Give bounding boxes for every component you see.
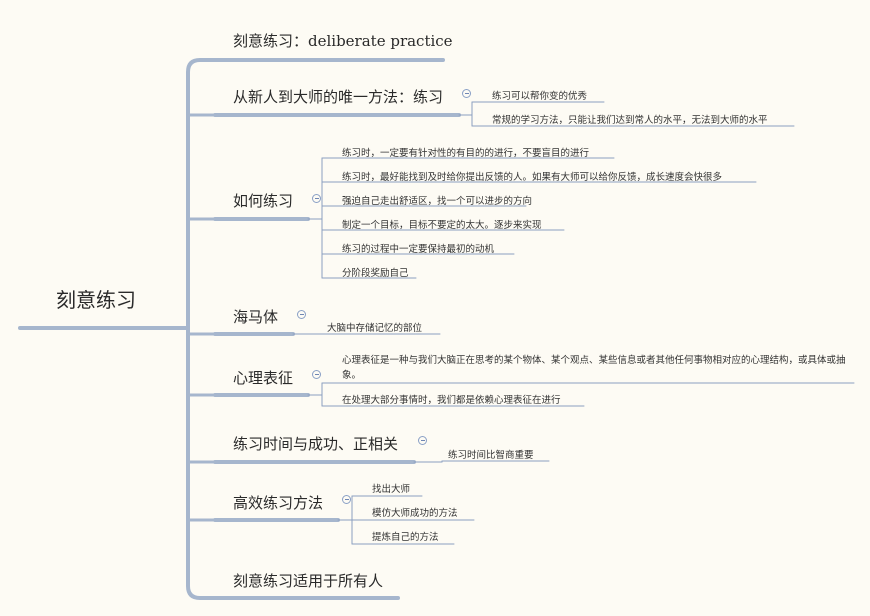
leaf-topic[interactable]: 练习时，最好能找到及时给你提出反馈的人。如果有大师可以给你反馈，成长速度会快很多 <box>342 172 723 183</box>
leaf-topic[interactable]: 找出大师 <box>372 484 411 495</box>
collapse-toggle-icon[interactable] <box>462 89 471 98</box>
leaf-topic[interactable]: 强迫自己走出舒适区，找一个可以进步的方向 <box>342 196 533 207</box>
leaf-topic[interactable]: 分阶段奖励自己 <box>342 268 409 279</box>
leaf-topic[interactable]: 心理表征是一种与我们大脑正在思考的某个物体、某个观点、某些信息或者其他任何事物相… <box>342 355 846 381</box>
leaf-topic[interactable]: 制定一个目标，目标不要定的太大。逐步来实现 <box>342 220 542 231</box>
branch-topic-efficient-methods[interactable]: 高效练习方法 <box>233 494 324 512</box>
trunk-connector <box>176 58 217 330</box>
branch-topic-time-and-success[interactable]: 练习时间与成功、正相关 <box>233 435 399 453</box>
trunk-connector <box>186 326 217 600</box>
leaf-topic[interactable]: 模仿大师成功的方法 <box>372 508 458 519</box>
collapse-toggle-icon[interactable] <box>342 495 351 504</box>
branch-topic-how-to-practice[interactable]: 如何练习 <box>233 192 294 210</box>
leaf-topic[interactable]: 练习时间比智商重要 <box>448 450 534 461</box>
leaf-topic[interactable]: 练习时，一定要有针对性的有目的的进行，不要盲目的进行 <box>342 148 590 159</box>
branch-topic-only-way[interactable]: 从新人到大师的唯一方法：练习 <box>233 88 444 106</box>
branch-topic-deliberate-practice[interactable]: 刻意练习：deliberate practice <box>233 32 453 50</box>
leaf-topic[interactable]: 提炼自己的方法 <box>372 532 439 543</box>
collapse-toggle-icon[interactable] <box>297 310 306 319</box>
collapse-toggle-icon[interactable] <box>418 436 427 445</box>
leaf-topic[interactable]: 练习的过程中一定要保持最初的动机 <box>342 244 495 255</box>
root-topic[interactable]: 刻意练习 <box>56 288 136 312</box>
leaf-topic[interactable]: 大脑中存储记忆的部位 <box>327 323 423 334</box>
collapse-toggle-icon[interactable] <box>312 194 321 203</box>
leaf-topic[interactable]: 练习可以帮你变的优秀 <box>492 91 588 102</box>
leaf-topic[interactable]: 在处理大部分事情时，我们都是依赖心理表征在进行 <box>342 395 561 406</box>
branch-topic-mental-representation[interactable]: 心理表征 <box>233 369 294 387</box>
collapse-toggle-icon[interactable] <box>312 370 321 379</box>
branch-topic-hippocampus[interactable]: 海马体 <box>233 308 279 326</box>
branch-topic-applies-to-everyone[interactable]: 刻意练习适用于所有人 <box>233 572 384 590</box>
leaf-topic[interactable]: 常规的学习方法，只能让我们达到常人的水平，无法到大师的水平 <box>492 115 768 126</box>
